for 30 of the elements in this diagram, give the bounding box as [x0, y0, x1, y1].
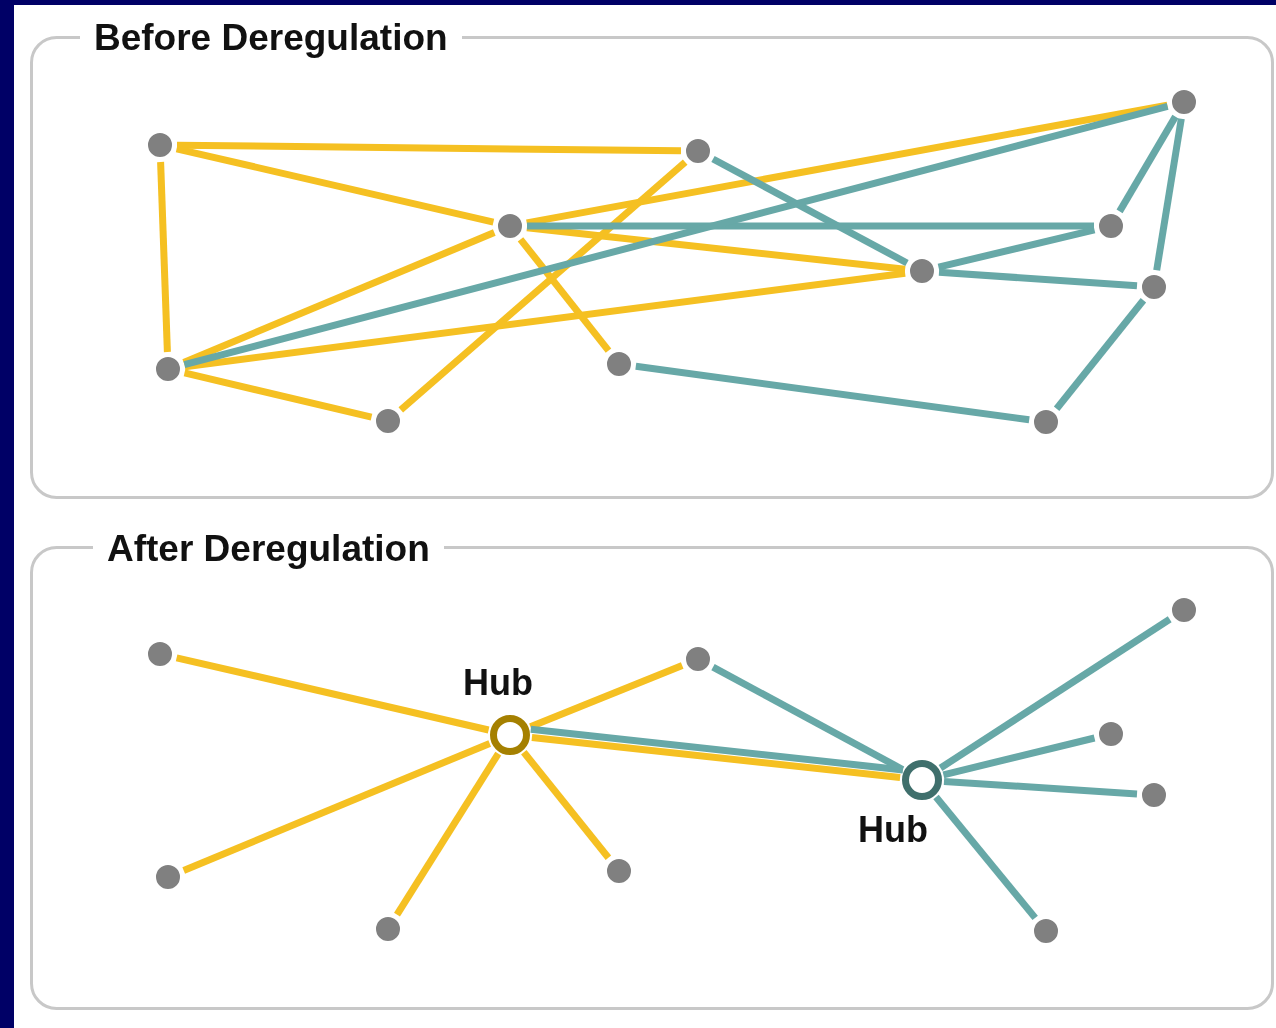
route-line: [937, 226, 1096, 271]
route-line: [517, 237, 612, 353]
route-line: [521, 750, 612, 860]
route-line: [1053, 298, 1147, 411]
route-line: [531, 733, 901, 782]
panel-title: Before Deregulation: [94, 16, 448, 60]
route-line: [943, 777, 1138, 798]
panel-title: After Deregulation: [107, 527, 430, 571]
hub-label: Hub: [463, 663, 533, 703]
route-line: [1153, 118, 1185, 271]
route-line: [942, 734, 1096, 779]
route-line: [176, 141, 682, 155]
route-line: [530, 725, 904, 774]
route-line: [527, 222, 1094, 230]
route-line: [635, 362, 1030, 424]
route-line: [175, 145, 495, 226]
hub-label: Hub: [858, 810, 928, 850]
route-line: [711, 155, 909, 267]
route-line: [398, 159, 688, 413]
route-line: [1116, 114, 1179, 214]
route-line: [157, 161, 171, 353]
route-line: [183, 102, 1169, 369]
route-line: [394, 751, 502, 917]
route-line: [175, 654, 490, 734]
route-line: [182, 740, 492, 874]
route-line: [184, 269, 906, 371]
route-line: [938, 616, 1172, 771]
route-line: [933, 794, 1038, 921]
route-line: [183, 369, 373, 421]
route-line: [938, 268, 1138, 290]
